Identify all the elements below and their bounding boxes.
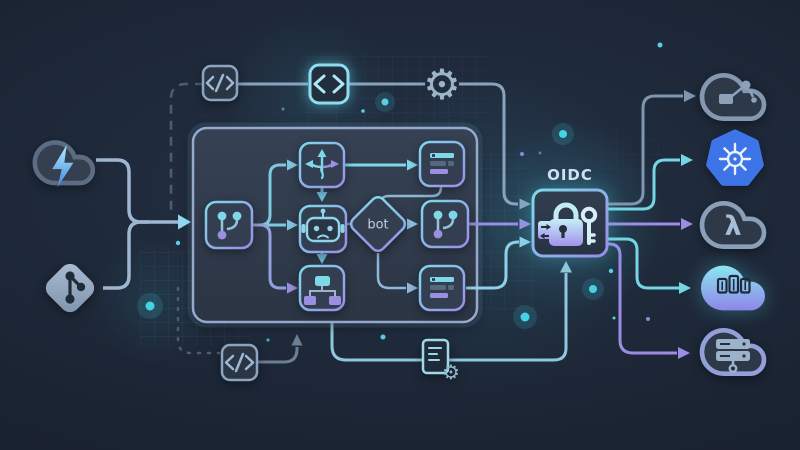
top-rail	[238, 82, 518, 206]
lambda-glyph: λ	[724, 211, 741, 242]
code-to-pipeline-line	[257, 347, 299, 364]
deploy-list-icon	[430, 277, 454, 298]
hierarchy-node	[298, 264, 346, 312]
pipeline-to-oidc-bottom-line	[330, 273, 568, 362]
arrowheads	[178, 90, 696, 359]
oidc-fanout-lines	[607, 94, 683, 355]
build-list-node	[418, 140, 466, 188]
dashed-rail	[169, 82, 221, 355]
build-list-icon	[430, 153, 454, 174]
bottom-rail	[257, 273, 568, 364]
gear-icon-small: ⚙	[442, 360, 460, 384]
cloud-containers-icon	[701, 265, 765, 311]
server-stack	[716, 339, 750, 373]
source-merge-lines	[96, 158, 178, 290]
gear-icon: ⚙	[423, 60, 461, 109]
lock-key-exchange-icon	[538, 202, 598, 246]
helm-wheel	[718, 142, 752, 176]
bot-gate-label: bot	[367, 218, 388, 233]
bot-gate-node: bot	[349, 195, 407, 253]
key	[580, 206, 598, 245]
code-slash-icon	[201, 64, 239, 102]
cloud-commit-icon	[699, 72, 767, 122]
code-slash-icon-bottom	[220, 343, 259, 382]
git-logo-icon	[45, 263, 95, 313]
containers	[716, 274, 751, 294]
code-angle-icon	[308, 63, 350, 105]
git-merge-icon	[433, 210, 458, 239]
oidc-entry-lines	[466, 222, 519, 290]
git-branch-icon	[217, 211, 242, 240]
particle-dots	[137, 42, 663, 342]
git-merge-node	[420, 199, 470, 249]
route-split-node	[298, 141, 346, 189]
dashed-rail-top	[169, 82, 204, 212]
config-file-gear-icon: ⚙	[421, 338, 460, 384]
robot-node	[298, 204, 348, 254]
commit-graph	[719, 80, 757, 104]
hierarchy-icon	[304, 276, 341, 305]
cloud-lambda-icon: λ	[699, 200, 767, 250]
storm-cloud-icon	[32, 140, 96, 188]
deploy-list-node	[418, 264, 466, 312]
route-split-icon	[305, 149, 339, 180]
robot-icon	[301, 208, 345, 243]
dashed-rail-bottom	[176, 286, 221, 355]
git-branch-node	[204, 200, 254, 250]
cloud-server-icon	[699, 327, 767, 377]
oidc-label: OIDC	[547, 166, 593, 184]
oidc-node	[531, 188, 609, 258]
kubernetes-icon	[706, 129, 764, 186]
